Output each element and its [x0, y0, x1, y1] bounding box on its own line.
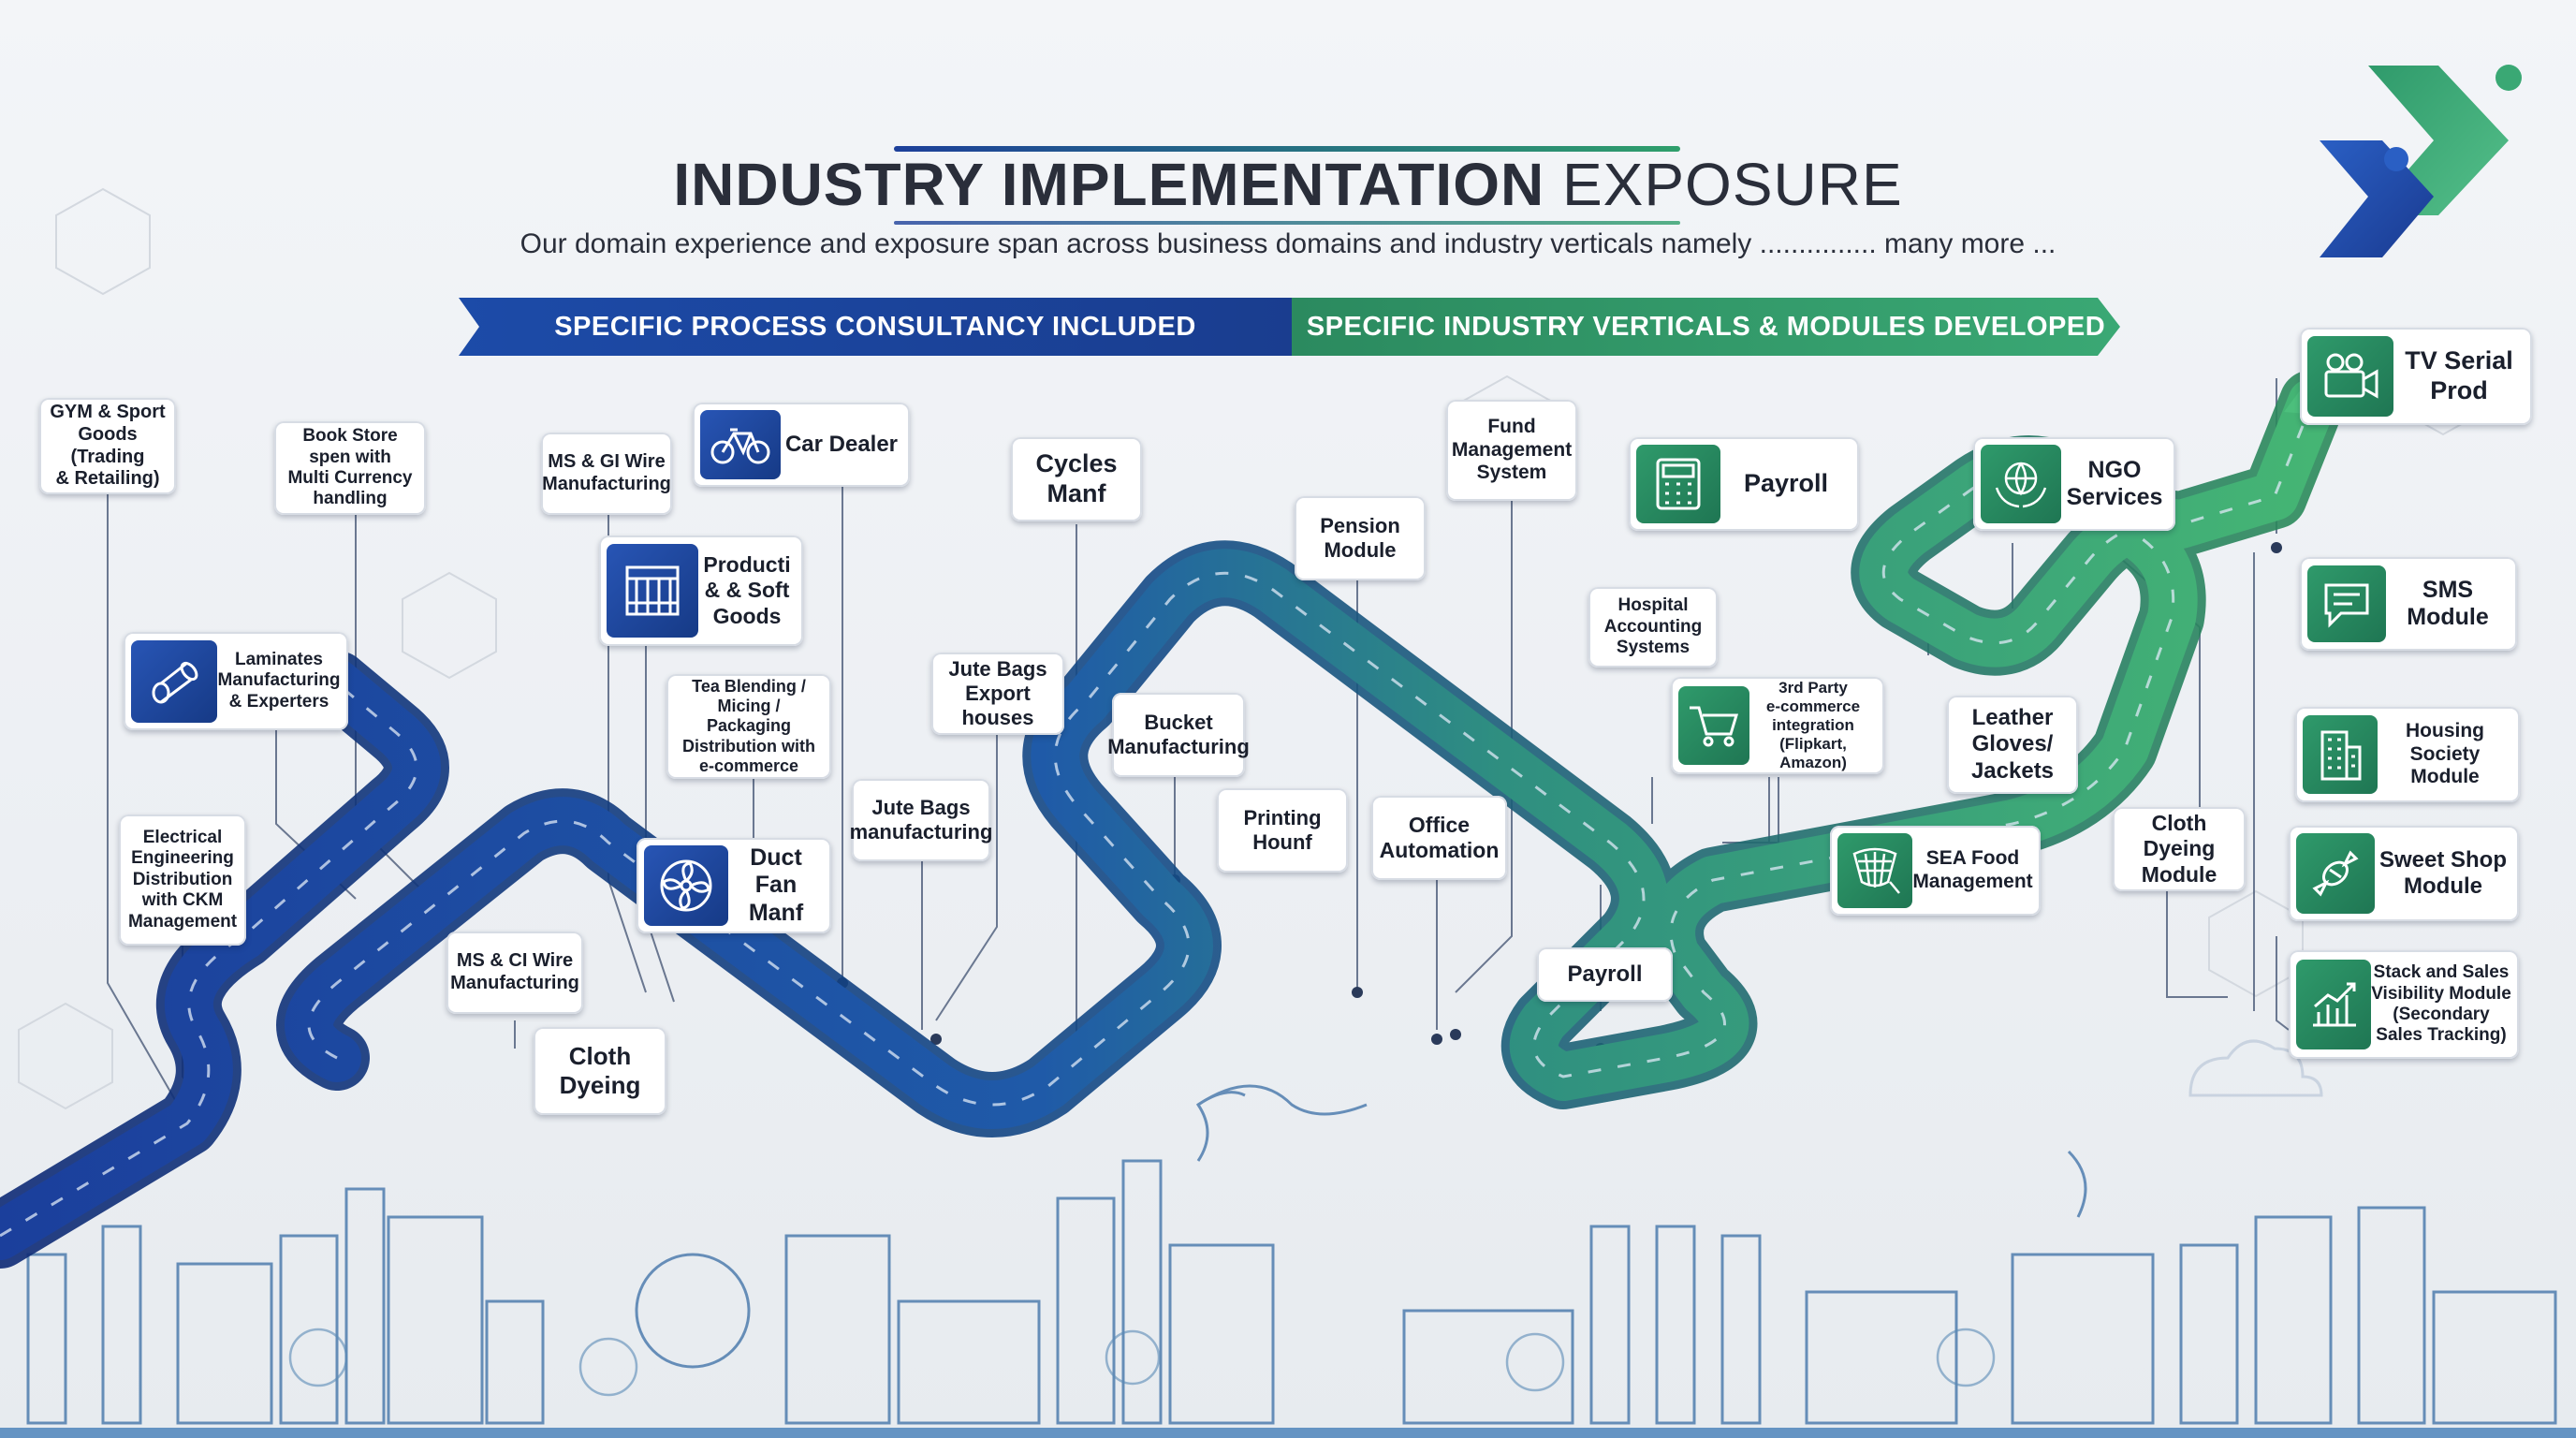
card-payroll-bottom: Payroll	[1537, 947, 1673, 1002]
card-ms-gi-wire: MS & GI Wire Manufacturing	[541, 433, 672, 515]
shopping-cart-icon	[1678, 686, 1749, 765]
card-laminates: Laminates Manufacturing & Experters	[124, 632, 348, 730]
bicycle-icon	[700, 410, 781, 479]
page-subtitle: Our domain experience and exposure span …	[520, 228, 2056, 259]
city-skyline	[26, 1084, 2557, 1425]
calculator-icon	[1636, 445, 1720, 523]
card-office-automation: Office Automation	[1371, 796, 1507, 880]
card-label: Housing Society Module	[2406, 719, 2484, 788]
card-gym-sport-goods: GYM & Sport Goods (Trading & Retailing)	[39, 398, 176, 494]
trees	[288, 1328, 1996, 1397]
chat-bubble-icon	[2307, 565, 2386, 642]
card-label: Tea Blending / Micing / Packaging Distri…	[682, 676, 815, 775]
card-duct-fan: Duct Fan Manf	[637, 838, 831, 933]
card-housing-society: Housing Society Module	[2295, 707, 2520, 802]
card-label: Jute Bags Export houses	[948, 657, 1047, 729]
card-car-dealer: Car Dealer	[693, 403, 910, 487]
card-tea-blending: Tea Blending / Micing / Packaging Distri…	[666, 674, 831, 779]
card-label: Cycles Manf	[1035, 449, 1118, 507]
card-tv-serial-prod: TV Serial Prod	[2300, 328, 2532, 425]
card-label: Office Automation	[1379, 812, 1500, 862]
card-label: SEA Food Management	[1912, 847, 2033, 892]
card-label: MS & CI Wire Manufacturing	[450, 950, 579, 993]
card-ecommerce-integration: 3rd Party e-commerce integration (Flipka…	[1671, 677, 1884, 774]
card-cloth-dyeing: Cloth Dyeing	[534, 1027, 666, 1115]
card-seafood-management: SEA Food Management	[1830, 826, 2041, 916]
card-stack-sales-visibility: Stack and Sales Visibility Module (Secon…	[2289, 950, 2519, 1059]
card-cycles-manf: Cycles Manf	[1011, 437, 1142, 521]
card-label: Book Store spen with Multi Currency hand…	[287, 426, 413, 509]
fan-icon	[644, 845, 728, 926]
candy-icon	[2296, 833, 2375, 914]
card-label: Producti & & Soft Goods	[703, 552, 791, 628]
card-producti-soft-goods: Producti & & Soft Goods	[599, 536, 803, 646]
card-label: Pension Module	[1320, 514, 1400, 562]
road-center-line	[0, 402, 2314, 1238]
card-ngo-services: NGO Services	[1973, 437, 2175, 531]
bar-chart-icon	[2296, 960, 2371, 1049]
title-light: EXPOSURE	[1561, 151, 1903, 218]
banner-industry-verticals: SPECIFIC INDUSTRY VERTICALS & MODULES DE…	[1292, 298, 2120, 356]
card-label: Printing Hounf	[1243, 806, 1322, 854]
card-leather-gloves: Leather Gloves/ Jackets	[1947, 696, 2078, 794]
card-label: Electrical Engineering Distribution with…	[127, 827, 238, 932]
cloud-icon	[2188, 1039, 2323, 1097]
card-label: Laminates Manufacturing & Experters	[217, 649, 341, 712]
card-fund-management: Fund Management System	[1446, 400, 1577, 501]
card-label: Cloth Dyeing Module	[2141, 811, 2217, 887]
card-label: Leather Gloves/ Jackets	[1970, 705, 2055, 784]
title-bold: INDUSTRY IMPLEMENTATION	[673, 151, 1545, 218]
page-title: INDUSTRY IMPLEMENTATION EXPOSURE	[0, 150, 2576, 219]
card-label: Jute Bags manufacturing	[849, 796, 993, 844]
card-hospital-accounting: Hospital Accounting Systems	[1588, 587, 1718, 668]
card-label: 3rd Party e-commerce integration (Flipka…	[1765, 678, 1861, 772]
card-label: SMS Module	[2407, 576, 2489, 631]
card-label: GYM & Sport Goods (Trading & Retailing)	[50, 402, 166, 490]
title-rule-bottom	[894, 221, 1680, 225]
company-logo	[2320, 65, 2522, 257]
card-label: Bucket Manufacturing	[1107, 711, 1250, 758]
card-label: Car Dealer	[784, 431, 899, 457]
card-ms-ci-wire: MS & CI Wire Manufacturing	[446, 932, 583, 1014]
card-label: Cloth Dyeing	[559, 1042, 641, 1099]
video-camera-icon	[2307, 336, 2393, 417]
card-label: Duct Fan Manf	[748, 844, 804, 926]
card-label: MS & GI Wire Manufacturing	[542, 451, 671, 494]
card-label: Payroll	[1567, 961, 1643, 987]
card-book-store: Book Store spen with Multi Currency hand…	[274, 421, 426, 515]
card-pension-module: Pension Module	[1295, 496, 1426, 580]
globe-hands-icon	[1981, 445, 2061, 523]
card-label: TV Serial Prod	[2405, 346, 2513, 404]
card-jute-bags-export: Jute Bags Export houses	[931, 653, 1064, 735]
banner-process-consultancy: SPECIFIC PROCESS CONSULTANCY INCLUDED	[459, 298, 1292, 356]
card-label: NGO Services	[2066, 456, 2163, 511]
card-sweet-shop: Sweet Shop Module	[2289, 826, 2519, 921]
card-label: Sweet Shop Module	[2378, 846, 2508, 899]
title-rule-top	[894, 146, 1680, 152]
fishing-net-icon	[1837, 833, 1912, 908]
card-label: Fund Management System	[1451, 415, 1573, 484]
card-label: Hospital Accounting Systems	[1603, 595, 1703, 658]
card-electrical-engineering: Electrical Engineering Distribution with…	[119, 814, 246, 946]
card-label: Stack and Sales Visibility Module (Secon…	[2371, 962, 2511, 1046]
building-icon	[2303, 715, 2378, 794]
card-jute-bags-manufacturing: Jute Bags manufacturing	[849, 779, 993, 861]
card-printing: Printing Hounf	[1217, 788, 1348, 873]
loom-icon	[607, 544, 698, 638]
card-sms-module: SMS Module	[2300, 557, 2517, 651]
card-label: Payroll	[1743, 469, 1829, 498]
card-bucket-manufacturing: Bucket Manufacturing	[1107, 693, 1250, 777]
card-cloth-dyeing-module: Cloth Dyeing Module	[2113, 807, 2246, 891]
pipe-roll-icon	[131, 639, 217, 723]
card-payroll-top: Payroll	[1629, 437, 1859, 531]
